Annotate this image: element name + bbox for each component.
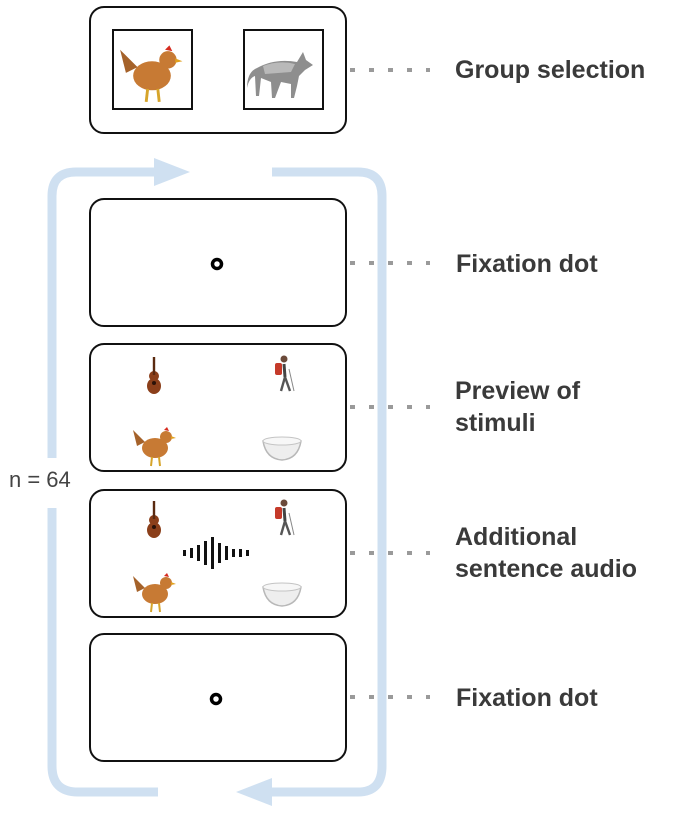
- loop-arrow-right: [272, 167, 387, 797]
- connectors: [350, 68, 430, 699]
- loop-arrowhead-left: [236, 778, 272, 806]
- label-audio-line2: sentence audio: [455, 555, 637, 583]
- screen-preview: [89, 343, 347, 472]
- fixation-dot-icon: [209, 692, 223, 706]
- trial-count-label: n = 64: [9, 467, 71, 492]
- label-fixation-top: Fixation dot: [456, 250, 598, 278]
- loop-label-gap: [40, 458, 70, 508]
- label-preview-line1: Preview of: [455, 377, 581, 405]
- label-group-selection: Group selection: [455, 56, 646, 84]
- label-audio: Additional sentence audio: [455, 521, 637, 585]
- fixation-dot-icon: [210, 257, 224, 271]
- label-audio-line1: Additional: [455, 523, 578, 551]
- sound-wave-icon: [183, 537, 249, 569]
- label-preview-line2: stimuli: [455, 409, 536, 437]
- wolf-icon: [247, 52, 313, 98]
- label-preview: Preview of stimuli: [455, 375, 580, 439]
- label-fixation-bottom: Fixation dot: [456, 684, 598, 712]
- loop-arrowhead-right: [154, 158, 190, 186]
